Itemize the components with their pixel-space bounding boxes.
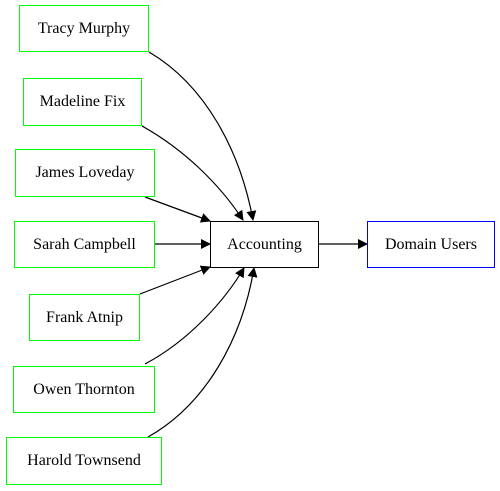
edge-owen-to-accounting — [144, 267, 245, 365]
edge-madeline-to-accounting — [141, 125, 244, 221]
edge-frank-to-accounting — [139, 265, 211, 295]
node-sarah-campbell[interactable]: Sarah Campbell — [14, 221, 155, 268]
node-madeline-fix[interactable]: Madeline Fix — [23, 78, 142, 126]
edge-james-to-accounting — [144, 196, 211, 223]
edge-harold-to-accounting — [147, 267, 258, 438]
edge-tracy-to-accounting — [148, 51, 257, 221]
node-tracy-murphy[interactable]: Tracy Murphy — [19, 5, 149, 52]
node-frank-atnip[interactable]: Frank Atnip — [29, 294, 140, 341]
node-accounting[interactable]: Accounting — [210, 221, 319, 268]
node-harold-townsend[interactable]: Harold Townsend — [6, 437, 162, 485]
node-owen-thornton[interactable]: Owen Thornton — [13, 366, 155, 413]
node-james-loveday[interactable]: James Loveday — [15, 149, 155, 197]
node-domain-users[interactable]: Domain Users — [367, 221, 495, 268]
